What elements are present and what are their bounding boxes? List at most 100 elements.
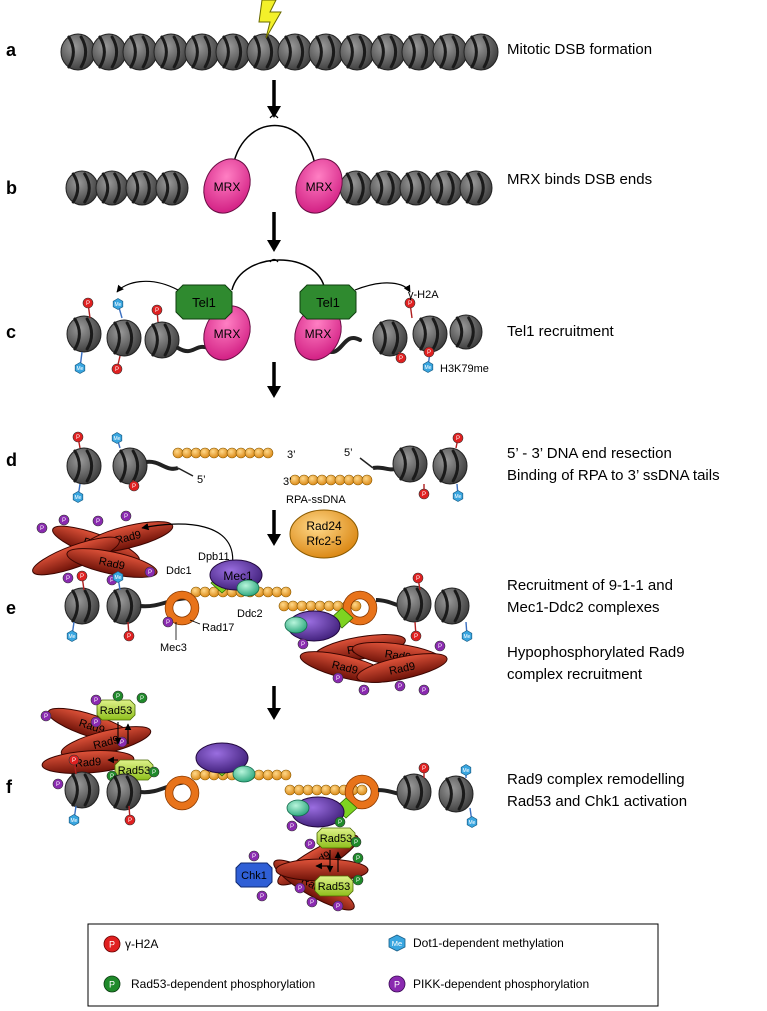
nucleosome-b-right	[339, 170, 373, 206]
rad53-body	[314, 875, 354, 897]
phospho-icon	[434, 640, 446, 652]
clamp-ring	[345, 775, 379, 809]
rpa-bead	[293, 784, 305, 796]
nucleosome-core	[91, 33, 127, 71]
down-arrow-icon	[267, 510, 281, 546]
break-gap	[269, 258, 279, 263]
pr-mark: P	[412, 572, 424, 591]
panel-d: d 5’ - 3’ DNA end resection Binding of R…	[6, 445, 720, 484]
dna-wrap	[125, 775, 134, 809]
nucleosome-f	[438, 775, 474, 813]
phospho-icon	[394, 680, 406, 692]
methyl-label: Me	[75, 495, 82, 501]
dna-wrap	[470, 35, 478, 69]
dna-wrap	[151, 323, 159, 357]
tel1-body	[299, 284, 357, 320]
nine-one-one-clamp	[164, 775, 200, 811]
dna-wrap	[113, 172, 121, 204]
nucleosome-a	[463, 33, 499, 71]
pp-mark: P	[144, 566, 156, 578]
nucleosome-a	[215, 33, 251, 71]
rpa-bead	[361, 474, 373, 486]
me-mark: Me	[66, 621, 78, 642]
phospho-icon	[334, 816, 346, 828]
dna-wrap	[141, 35, 150, 69]
rpa-bead	[356, 784, 368, 796]
pr-mark: P	[68, 754, 80, 775]
rpa-bead	[262, 586, 274, 598]
mec1-body	[195, 742, 249, 774]
ddc2-protein	[236, 579, 260, 597]
chk1-kinase: Chk1	[235, 862, 273, 888]
pr-mark: P	[124, 805, 136, 826]
phospho-icon	[111, 363, 123, 375]
nucleosome-d	[432, 447, 468, 485]
pr-mark: P	[82, 297, 94, 319]
methyl-label: Me	[115, 302, 122, 308]
rad24-label: Rad24	[306, 519, 342, 533]
methyl-label: Me	[77, 366, 84, 372]
rpa-bead	[298, 474, 310, 486]
phospho-label: P	[290, 824, 294, 830]
rpa-bead	[199, 769, 211, 781]
nucleosome-core	[401, 33, 437, 71]
phospho-label: P	[298, 886, 302, 892]
five-prime-label-left: 5’	[197, 474, 206, 486]
phospho-label: P	[66, 576, 70, 582]
phospho-icon	[304, 838, 316, 850]
legend-green-symbol: P	[109, 980, 115, 990]
phospho-label: P	[301, 642, 305, 648]
rpa-bead	[329, 784, 341, 796]
rpa-bead	[190, 447, 202, 459]
ddc2-label: Ddc2	[237, 608, 263, 620]
nucleosome-core	[60, 33, 96, 71]
nucleosome-a	[401, 33, 437, 71]
methyl-label: Me	[114, 436, 121, 442]
dna-wrap	[71, 589, 79, 623]
nucleosome-f	[64, 771, 100, 809]
panel-letter-d: d	[6, 450, 17, 470]
phospho-icon	[352, 852, 364, 864]
pg-mark: P	[352, 874, 364, 886]
nucleosome-b-left	[65, 170, 99, 206]
arrow-head	[267, 386, 281, 398]
dna-wrap	[315, 35, 323, 69]
phospho-icon	[418, 488, 430, 500]
dna-wrap	[447, 172, 455, 204]
gamma-h2a-label: γ-H2A	[408, 289, 439, 301]
dna-wrap	[403, 775, 411, 809]
phospho-label: P	[336, 904, 340, 910]
rpa-bead	[208, 447, 220, 459]
nucleosome-core	[434, 587, 470, 625]
panel-letter-b: b	[6, 178, 17, 198]
phospho-icon	[358, 684, 370, 696]
rad53-body	[316, 827, 356, 849]
dna-wrap	[408, 35, 416, 69]
phospho-icon	[58, 514, 70, 526]
phospho-label: P	[252, 854, 256, 860]
ddc2-protein	[286, 799, 310, 817]
nucleosome-core	[432, 33, 468, 71]
clamp-ring	[165, 776, 199, 810]
lightning-bolt-icon	[258, 0, 282, 39]
nucleosome-e	[434, 587, 470, 625]
rpa-bead	[287, 600, 299, 612]
panel-caption-e-line4: complex recruitment	[507, 666, 643, 683]
nucleosome-a	[122, 33, 158, 71]
dna-wrap	[113, 775, 121, 809]
dna-wrap	[203, 35, 212, 69]
me-mark: Me	[111, 432, 123, 449]
pr-mark: P	[128, 479, 140, 492]
dna-wrap	[110, 35, 119, 69]
pr-mark: P	[423, 346, 435, 358]
phospho-label: P	[140, 696, 144, 702]
dna-wrap	[83, 773, 92, 807]
nucleosome-core	[459, 170, 493, 206]
dna-wrap	[327, 35, 336, 69]
pp-mark: P	[36, 522, 48, 534]
mrx-complex: MRX	[295, 158, 343, 214]
phospho-icon	[148, 766, 160, 778]
dna-wrap	[163, 323, 172, 357]
nucleosome-core	[412, 315, 448, 353]
phospho-label: P	[362, 688, 366, 694]
